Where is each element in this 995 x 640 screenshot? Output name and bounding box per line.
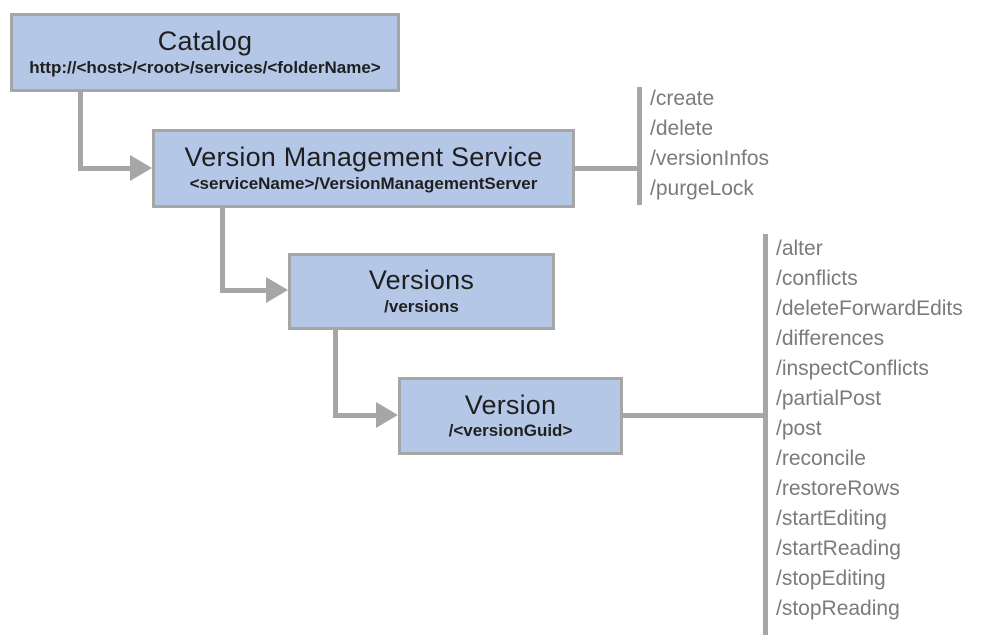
operation-item: /startEditing (776, 507, 887, 530)
operation-item: /create (650, 87, 715, 110)
node-versions: Versions /versions (288, 253, 555, 330)
operation-item: /post (776, 417, 822, 440)
arrow-right-icon (130, 155, 152, 181)
node-catalog: Catalog http://<host>/<root>/services/<f… (10, 13, 400, 92)
operation-item: /purgeLock (650, 177, 754, 200)
connector-versions-to-version-horizontal (333, 413, 378, 418)
operation-item: /startReading (776, 537, 901, 560)
version-operations-list: /alter /conflicts /deleteForwardEdits /d… (776, 234, 963, 624)
node-catalog-subtitle: http://<host>/<root>/services/<folderNam… (29, 57, 381, 77)
node-version-management-service-subtitle: <serviceName>/VersionManagementServer (189, 173, 538, 193)
bracket-version-operations-bar (763, 234, 768, 635)
connector-vms-to-versions-vertical (220, 208, 225, 293)
operation-item: /conflicts (776, 267, 858, 290)
bracket-vms-operations-bar (637, 87, 642, 205)
node-version-management-service: Version Management Service <serviceName>… (152, 129, 575, 208)
operation-item: /restoreRows (776, 477, 900, 500)
node-version-management-service-title: Version Management Service (184, 142, 543, 173)
connector-catalog-to-vms-horizontal (78, 166, 132, 171)
operation-item: /differences (776, 327, 885, 350)
bracket-vms-operations-stub (575, 166, 639, 171)
operation-item: /stopEditing (776, 567, 886, 590)
operation-item: /stopReading (776, 597, 900, 620)
node-version: Version /<versionGuid> (398, 377, 623, 455)
operation-item: /delete (650, 117, 714, 140)
node-version-subtitle: /<versionGuid> (448, 421, 573, 441)
node-versions-title: Versions (368, 265, 475, 296)
connector-versions-to-version-vertical (333, 330, 338, 418)
operation-item: /versionInfos (650, 147, 770, 170)
node-version-title: Version (464, 389, 557, 420)
arrow-right-icon (376, 402, 398, 428)
connector-catalog-to-vms-vertical (78, 92, 83, 171)
connector-vms-to-versions-horizontal (220, 288, 268, 293)
vms-operations-list: /create /delete /versionInfos /purgeLock (650, 84, 769, 204)
operation-item: /inspectConflicts (776, 357, 929, 380)
arrow-right-icon (266, 277, 288, 303)
operation-item: /reconcile (776, 447, 866, 470)
operation-item: /deleteForwardEdits (776, 297, 963, 320)
node-versions-subtitle: /versions (384, 296, 459, 316)
operation-item: /alter (776, 237, 823, 260)
node-catalog-title: Catalog (157, 26, 253, 57)
bracket-version-operations-stub (623, 413, 765, 418)
operation-item: /partialPost (776, 387, 882, 410)
